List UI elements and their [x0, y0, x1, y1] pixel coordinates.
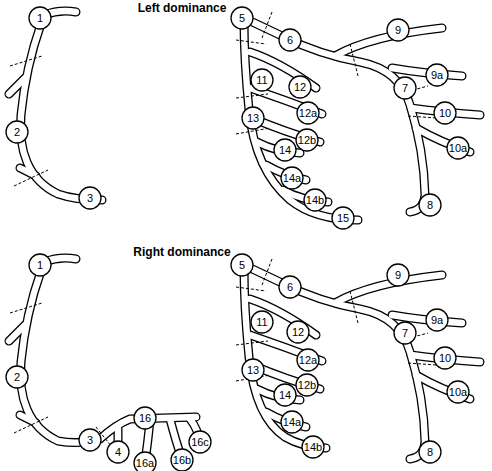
segment-circle: 11 — [250, 68, 274, 92]
segment-circle: 9a — [425, 308, 449, 332]
segment-number: 10 — [427, 101, 463, 125]
vessel-lumen — [9, 258, 480, 461]
segment-boundary — [10, 12, 436, 186]
segment-circle: 14a — [280, 166, 304, 190]
segment-circle: 5 — [230, 6, 254, 30]
segment-circle: 12b — [295, 128, 319, 152]
segment-number: 12 — [280, 320, 316, 344]
segment-circle: 9a — [425, 63, 449, 87]
segment-circle: 6 — [278, 275, 302, 299]
segment-circle: 4 — [106, 440, 130, 464]
segment-number: 16 — [127, 406, 163, 430]
segment-number: 3 — [72, 428, 108, 452]
segment-circle: 12a — [296, 101, 320, 125]
segment-number: 14a — [274, 410, 310, 434]
segment-circle: 12 — [288, 75, 312, 99]
segment-number: 12a — [290, 101, 326, 125]
segment-number: 6 — [272, 28, 308, 52]
segment-circle: 6 — [278, 28, 302, 52]
segment-circle: 12a — [296, 348, 320, 372]
segment-circle: 3 — [78, 186, 102, 210]
segment-circle: 8 — [418, 440, 442, 464]
segment-number: 8 — [412, 193, 448, 217]
segment-number: 1 — [22, 6, 58, 30]
segment-number: 11 — [244, 68, 280, 92]
segment-number: 14 — [267, 138, 303, 162]
segment-number: 11 — [244, 310, 280, 334]
segment-number: 14b — [297, 188, 333, 212]
segment-circle: 3 — [78, 428, 102, 452]
segment-circle: 14b — [301, 435, 325, 459]
segment-number: 3 — [72, 186, 108, 210]
segment-circle: 7 — [393, 321, 417, 345]
segment-number: 16b — [164, 448, 200, 471]
segment-circle: 9 — [386, 263, 410, 287]
segment-circle: 15 — [331, 206, 355, 230]
segment-circle: 5 — [230, 253, 254, 277]
segment-circle: 13 — [241, 358, 265, 382]
segment-number: 14a — [274, 166, 310, 190]
vessel-outline — [9, 11, 480, 220]
segment-circle: 7 — [393, 76, 417, 100]
segment-circle: 10 — [433, 346, 457, 370]
segment-circle: 11 — [250, 310, 274, 334]
segment-circle: 1 — [28, 6, 52, 30]
segment-circle: 10a — [446, 136, 470, 160]
segment-circle: 13 — [241, 106, 265, 130]
segment-number: 12a — [290, 348, 326, 372]
segment-number: 9 — [380, 263, 416, 287]
segment-number: 9 — [380, 18, 416, 42]
segment-number: 14 — [267, 383, 303, 407]
segment-circle: 14 — [273, 138, 297, 162]
segment-circle: 9 — [386, 18, 410, 42]
segment-number: 2 — [0, 120, 35, 144]
segment-circle: 12b — [295, 373, 319, 397]
segment-number: 6 — [272, 275, 308, 299]
vessel-outline — [9, 258, 480, 461]
segment-circle: 2 — [5, 365, 29, 389]
segment-number: 9a — [419, 63, 455, 87]
segment-number: 7 — [387, 76, 423, 100]
segment-number: 10 — [427, 346, 463, 370]
segment-number: 7 — [387, 321, 423, 345]
vessel-lumen — [9, 11, 480, 220]
segment-circle: 16a — [133, 451, 157, 471]
segment-circle: 16 — [133, 406, 157, 430]
segment-circle: 14a — [280, 410, 304, 434]
segment-number: 5 — [224, 6, 260, 30]
segment-number: 13 — [235, 358, 271, 382]
segment-number: 1 — [22, 253, 58, 277]
segment-circle: 10a — [446, 380, 470, 404]
segment-number: 2 — [0, 365, 35, 389]
segment-number: 12 — [282, 75, 318, 99]
segment-circle: 2 — [5, 120, 29, 144]
panel-heading: Left dominance — [138, 1, 227, 15]
segment-number: 10a — [440, 136, 476, 160]
segment-boundary — [10, 259, 436, 433]
segment-circle: 16b — [170, 448, 194, 471]
segment-number: 16a — [127, 451, 163, 471]
segment-circle: 8 — [418, 193, 442, 217]
segment-number: 13 — [235, 106, 271, 130]
segment-number: 10a — [440, 380, 476, 404]
segment-number: 8 — [412, 440, 448, 464]
segment-number: 9a — [419, 308, 455, 332]
segment-circle: 12 — [286, 320, 310, 344]
segment-number: 4 — [100, 440, 136, 464]
segment-number: 15 — [325, 206, 361, 230]
panel-heading: Right dominance — [133, 245, 230, 259]
segment-circle: 14b — [303, 188, 327, 212]
segment-circle: 10 — [433, 101, 457, 125]
segment-circle: 14 — [273, 383, 297, 407]
segment-circle: 1 — [28, 253, 52, 277]
segment-number: 14b — [295, 435, 331, 459]
segment-circle: 16c — [188, 430, 212, 454]
